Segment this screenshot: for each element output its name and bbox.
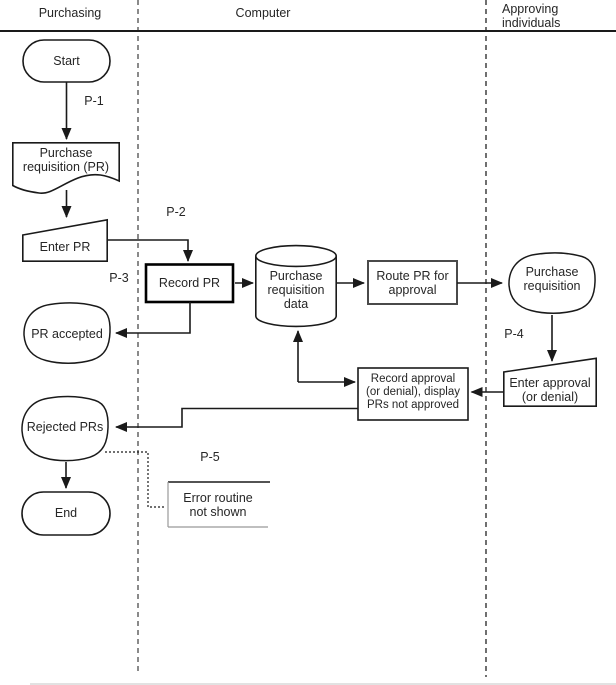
record-approval-label: Record approval (or denial), display PRs… [358,373,468,412]
pr-data-label: Purchase requisition data [255,269,337,311]
connector-enter-pr-to-record-pr [108,239,193,262]
lane-header-approving: Approving individuals [502,2,592,30]
error-routine-line1: Error routine [183,491,253,505]
end-terminator-shape [21,491,111,536]
route-pr-line1: Route PR for [376,269,449,283]
pr-data-line3: data [283,297,309,311]
rejected-prs-display-shape [22,397,108,461]
pr-data-line2: requisition [267,283,325,297]
process-label-p1: P-1 [84,94,104,108]
purchase-requisition-document-shape [12,142,120,194]
doc-label-line2: requisition (PR) [22,160,110,174]
process-label-p4: P-4 [504,327,524,341]
purch-req-line1: Purchase [525,265,579,279]
start-label: Start [53,54,80,68]
lane-header-purchasing: Purchasing [38,6,102,20]
lane-header-computer: Computer [235,6,291,20]
record-approval-line3: PRs not approved [366,399,460,411]
enter-approval-manual-input-shape [502,357,598,408]
purchase-requisition-display-shape [509,253,595,313]
enter-pr-label: Enter PR [39,240,91,254]
record-pr-process-shape [144,263,235,304]
pr-accepted-display-shape [24,303,110,363]
pr-data-line1: Purchase [269,269,323,283]
lane-header-approving-line2: individuals [502,16,561,30]
end-label: End [54,506,78,520]
enter-pr-manual-input-shape [21,218,108,263]
lane-header-approving-line1: Approving [502,2,559,16]
pr-data-cylinder-shape [254,244,338,328]
purchase-requisition-display-label: Purchase requisition [507,265,597,293]
process-label-p3: P-3 [109,271,129,285]
process-label-p2: P-2 [166,205,186,219]
record-approval-process-shape [357,367,469,421]
enter-approval-line2: (or denial) [521,390,579,404]
connector-record-approval-to-rejected-prs [115,407,358,432]
error-routine-label: Error routine not shown [168,491,268,519]
purchase-requisition-doc-label: Purchase requisition (PR) [14,146,118,174]
record-approval-line2: (or denial), display [366,386,460,398]
purch-req-line2: requisition [523,279,581,293]
rejected-prs-label: Rejected PRs [26,420,104,434]
record-pr-label: Record PR [158,276,221,290]
enter-approval-line1: Enter approval [509,376,591,390]
record-approval-line1: Record approval [370,373,456,385]
route-pr-line2: approval [388,283,437,297]
connector-record-pr-to-pr-accepted [115,302,191,338]
pr-accepted-label: PR accepted [31,327,103,341]
error-routine-line2: not shown [189,505,247,519]
connector-rejected-prs-to-error-routine-dotted [105,451,166,508]
route-pr-label: Route PR for approval [368,269,457,297]
error-routine-annotation-box [167,481,270,528]
doc-label-line1: Purchase [39,146,93,160]
enter-approval-label: Enter approval (or denial) [503,376,597,404]
process-label-p5: P-5 [200,450,220,464]
